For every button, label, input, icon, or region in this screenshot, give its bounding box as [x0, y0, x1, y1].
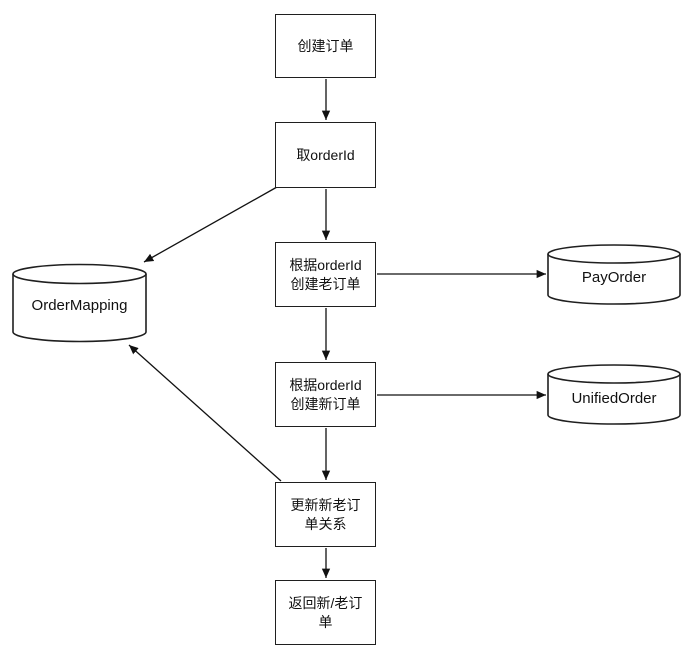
- node-return-orders-label: 返回新/老订 单: [288, 594, 363, 630]
- node-create-old-order-label: 根据orderId 创建老订单: [289, 256, 362, 292]
- node-unified-order-cylinder[interactable]: [547, 364, 681, 425]
- node-pay-order-cylinder[interactable]: [547, 244, 681, 305]
- node-order-mapping-cylinder[interactable]: [12, 263, 147, 343]
- node-create-new-order[interactable]: 根据orderId 创建新订单: [275, 362, 376, 427]
- node-create-new-order-label: 根据orderId 创建新订单: [289, 376, 362, 412]
- node-create-old-order[interactable]: 根据orderId 创建老订单: [275, 242, 376, 307]
- node-update-relation[interactable]: 更新新老订 单关系: [275, 482, 376, 547]
- node-update-relation-label: 更新新老订 单关系: [290, 496, 361, 532]
- edge-update-relation-to-order-mapping: [128, 344, 282, 482]
- node-get-order-id-label: 取orderId: [296, 146, 355, 163]
- node-get-order-id[interactable]: 取orderId: [275, 122, 376, 188]
- edge-get-order-id-to-order-mapping: [143, 186, 278, 263]
- node-create-order[interactable]: 创建订单: [275, 14, 376, 78]
- node-return-orders[interactable]: 返回新/老订 单: [275, 580, 376, 645]
- node-create-order-label: 创建订单: [297, 37, 354, 54]
